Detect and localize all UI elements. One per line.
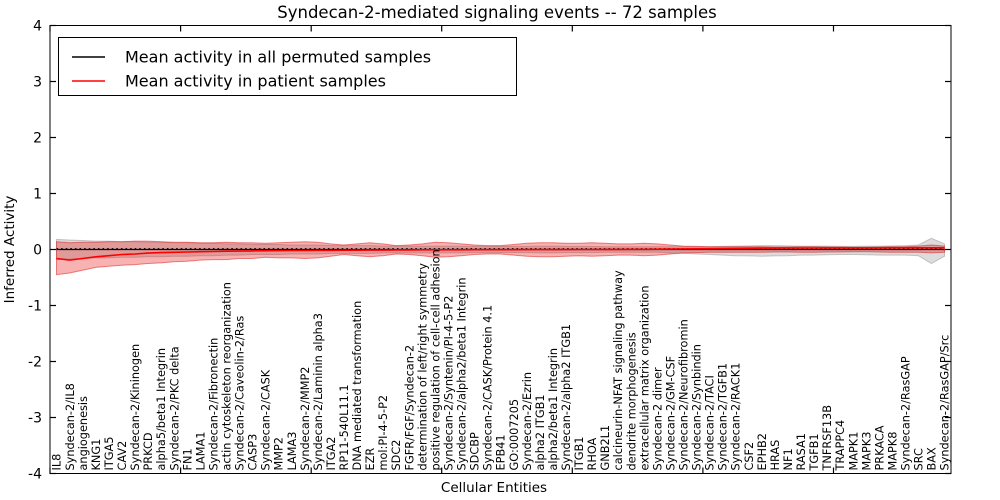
x-tick-label: ITGA5 [103, 437, 116, 471]
x-tick-label: LAMA3 [286, 432, 299, 471]
x-tick-label: Syndecan-2 dimer [651, 367, 664, 471]
x-tick-label: Syndecan-2/RasGAP/Src [939, 335, 952, 471]
x-tick-label: Syndecan-2/Neurofibromin [678, 319, 691, 470]
x-tick-label: PRKCD [142, 432, 155, 470]
x-tick-label: Syndecan-2/MMP2 [299, 367, 312, 471]
x-axis-label: Cellular Entities [441, 480, 547, 496]
x-tick-label: Syndecan-2/Syntenin/PI-4-5-P2 [443, 296, 456, 471]
x-tick-label: GO:0007205 [508, 399, 521, 471]
x-tick-label: Syndecan-2/alpha2/beta1 Integrin [456, 277, 469, 470]
x-tick-label: alpha5/beta1 Integrin [155, 348, 168, 471]
x-tick-label: SDC2 [390, 440, 403, 471]
x-tick-label: Syndecan-2/CASK/Protein 4.1 [482, 305, 495, 471]
legend: Mean activity in all permuted samples Me… [57, 36, 518, 97]
legend-box [57, 36, 518, 97]
x-tick-label: Syndecan-2/Ezrin [521, 372, 534, 471]
x-tick-label: Syndecan-2/Kininogen [129, 344, 142, 471]
x-tick-label: Syndecan-2/Fibronectin [207, 338, 220, 471]
x-tick-label: TGFB1 [808, 433, 821, 471]
x-tick-label: Syndecan-2/PKC delta [168, 346, 181, 470]
x-tick-label: FGFR/FGF/Syndecan-2 [403, 345, 416, 471]
x-tick-label: determination of left/right symmetry [416, 263, 429, 471]
x-tick-label: Syndecan-2/IL8 [64, 383, 77, 470]
x-tick-label: MAPK3 [860, 432, 873, 471]
x-tick-label: Syndecan-2/Laminin alpha3 [312, 313, 325, 470]
x-tick-label: MAPK1 [847, 432, 860, 471]
legend-label-permuted: Mean activity in all permuted samples [125, 48, 431, 67]
confidence-band [56, 237, 945, 265]
x-tick-label: angiogenesis [77, 396, 90, 471]
y-tick-label: -1 [28, 299, 42, 315]
x-tick-label: GNB2L1 [599, 425, 612, 471]
x-tick-label: HRAS [769, 440, 782, 471]
x-tick-label: MAPK8 [886, 432, 899, 471]
x-tick-label: Syndecan-2/TGFB1 [717, 363, 730, 471]
x-tick-label: KNG1 [90, 439, 103, 471]
x-tick-label: Syndecan-2/RACK1 [730, 363, 743, 471]
confidence-bands [56, 237, 945, 276]
x-tick-label: TNFRSF13B [821, 405, 834, 472]
axes-frame [49, 24, 952, 475]
x-tick-label: Syndecan-2/GM-CSF [665, 356, 678, 471]
y-tick-label: 2 [33, 131, 42, 147]
x-tick-label: RP11-540L11.1 [338, 384, 351, 470]
y-tick-label: 3 [33, 75, 42, 91]
x-tick-label: EPB41 [495, 434, 508, 470]
y-tick-label: -2 [28, 355, 42, 371]
y-tick-label: -3 [28, 411, 42, 427]
x-tick-label: Syndecan-2/alpha2 ITGB1 [560, 324, 573, 471]
chart-title: Syndecan-2-mediated signaling events -- … [277, 3, 716, 22]
y-tick-labels: -4 -3 -2 -1 0 1 2 3 4 [28, 19, 42, 483]
x-tick-label: positive regulation of cell-cell adhesio… [429, 249, 442, 470]
x-tick-label: ITGB1 [573, 437, 586, 471]
series-line [56, 247, 945, 261]
x-tick-label: Syndecan-2/CASK [260, 369, 273, 470]
y-tick-label: 4 [33, 19, 42, 35]
x-tick-label: alpha2/beta1 Integrin [547, 348, 560, 471]
y-tick-label: -4 [28, 467, 42, 483]
x-tick-label: Syndecan-2/RasGAP [900, 356, 913, 470]
x-tick-label: ITGA2 [325, 437, 338, 471]
x-tick-label: NF1 [782, 448, 795, 470]
x-tick-label: TRAPPC4 [834, 420, 847, 472]
x-tick-label: FN1 [181, 448, 194, 470]
x-tick-label: CAV2 [116, 441, 129, 471]
y-axis-label: Inferred Activity [2, 196, 18, 304]
x-tick-label: RASA1 [795, 433, 808, 470]
x-tick-label: alpha2 ITGB1 [534, 394, 547, 470]
x-tick-label: mol:PI-4-5-P2 [377, 395, 390, 471]
x-tick-label: LAMA1 [194, 432, 207, 471]
y-tick-label: 1 [33, 187, 42, 203]
x-tick-label: CASP3 [247, 434, 260, 471]
x-tick-label: calcineurin-NFAT signaling pathway [612, 270, 625, 470]
x-tick-label: extracellular matrix organization [638, 286, 651, 471]
x-tick-label: PRKACA [873, 425, 886, 470]
x-tick-label: RHOA [586, 437, 599, 470]
y-tick-label: 0 [33, 243, 42, 259]
x-tick-label: SRC [913, 448, 926, 470]
x-tick-label: BAX [926, 447, 939, 470]
series-lines [56, 247, 945, 261]
x-tick-label: dendrite morphogenesis [625, 332, 638, 470]
x-tick-label: DNA mediated transformation [351, 301, 364, 471]
tick-marks [49, 24, 951, 475]
x-tick-label: SDCBP [469, 432, 482, 471]
x-tick-label: Syndecan-2/Synbindin [691, 344, 704, 470]
x-tick-label: CSF2 [743, 442, 756, 471]
x-tick-label: EPHB2 [756, 433, 769, 470]
x-tick-label: Syndecan-2/Caveolin-2/Ras [234, 316, 247, 471]
x-tick-label: actin cytoskeleton reorganization [221, 282, 234, 470]
legend-label-patient: Mean activity in patient samples [125, 72, 386, 91]
x-tick-label: MMP2 [273, 437, 286, 471]
x-tick-label: EZR [364, 448, 377, 471]
x-tick-label: Syndecan-2/TACI [704, 375, 717, 470]
x-tick-label: IL8 [51, 454, 64, 471]
